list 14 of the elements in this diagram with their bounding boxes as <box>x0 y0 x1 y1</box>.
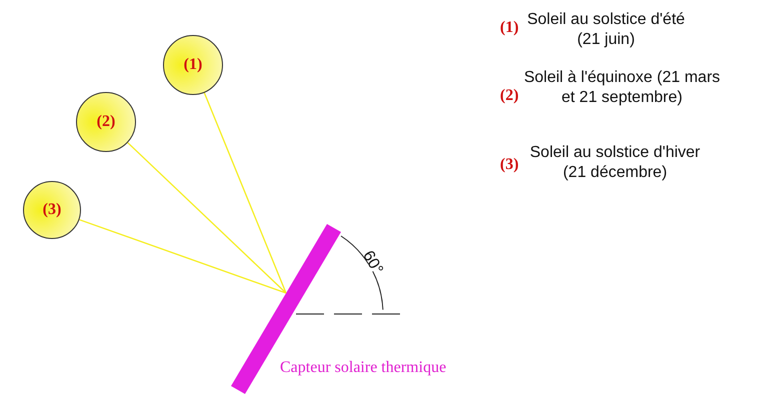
collector-caption: Capteur solaire thermique <box>280 359 446 377</box>
legend-text: Soleil au solstice d'hiver (21 décembre) <box>528 143 702 183</box>
angle-label: 60° <box>358 248 387 278</box>
sun-ray <box>204 92 287 294</box>
legend-number: (2) <box>500 87 519 105</box>
legend-text: Soleil à l'équinoxe (21 mars et 21 septembre) <box>522 68 722 108</box>
sun-ray <box>79 219 286 294</box>
legend-number: (1) <box>500 19 519 37</box>
sun-number: (2) <box>96 113 116 131</box>
sun-number: (3) <box>42 201 62 219</box>
sun-number: (1) <box>184 56 202 74</box>
legend-text: Soleil au solstice d'été (21 juin) <box>526 10 686 50</box>
sun-ray <box>127 142 286 294</box>
legend-number: (3) <box>500 156 519 174</box>
